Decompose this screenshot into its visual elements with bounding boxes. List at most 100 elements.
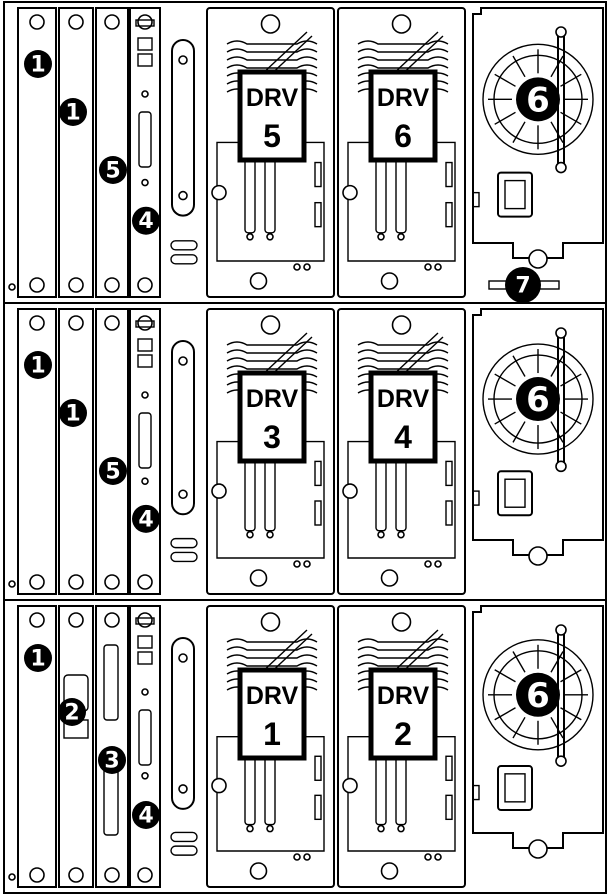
- drive-frame: [206, 605, 335, 888]
- drive-label-box: [368, 69, 438, 163]
- drive-slot: [445, 161, 453, 188]
- drive-indicator: [293, 560, 301, 568]
- scsi-connector: [138, 111, 152, 168]
- drive-number-text: 6: [394, 118, 412, 154]
- heatsink-fin: [357, 349, 449, 354]
- module-handle: [171, 39, 195, 217]
- callout-number: 3: [104, 749, 119, 774]
- drive-strap: [261, 332, 308, 376]
- fan-spoke: [512, 121, 526, 143]
- callout-number: 6: [526, 80, 550, 120]
- drive-strap: [261, 31, 308, 75]
- callout: 4: [132, 801, 160, 829]
- drive-label-box: [368, 667, 438, 761]
- handle-hole: [178, 55, 188, 65]
- drive-number-text: 1: [263, 716, 281, 752]
- drive-rail: [395, 151, 407, 234]
- callout-circle: [58, 698, 86, 726]
- callout: 7: [505, 267, 541, 303]
- rail-pin: [397, 232, 405, 241]
- card-outline: [95, 7, 129, 298]
- module-handle: [171, 340, 195, 516]
- card-screw-bottom: [104, 574, 120, 590]
- card-screw-bottom: [104, 277, 120, 293]
- fan-spoke: [494, 707, 516, 721]
- drive-indicator: [434, 263, 442, 271]
- port-upper: [137, 37, 153, 51]
- power-inlet-socket: [504, 478, 526, 508]
- scsi-connector: [138, 709, 152, 766]
- card-slot-3: [95, 7, 129, 298]
- card-slot-3: [95, 308, 129, 595]
- drive-slot: [314, 755, 322, 781]
- heatsink-fin: [226, 662, 318, 667]
- drive-slot: [314, 500, 322, 526]
- callout-number: 4: [138, 804, 153, 829]
- drive-frame: [337, 605, 466, 888]
- drive-screw-bottom: [380, 862, 399, 880]
- heatsink-fin: [357, 646, 449, 651]
- card-slot-2: [58, 7, 94, 298]
- handle-hole: [178, 356, 188, 366]
- handle-hole: [178, 489, 188, 500]
- callout-circle: [132, 801, 160, 829]
- drive-slot: [445, 460, 453, 487]
- callout: 1: [24, 644, 52, 672]
- callout-number: 7: [515, 274, 530, 299]
- card-screw-bottom: [104, 867, 120, 883]
- callout: 1: [59, 399, 87, 427]
- callout-number: 1: [65, 101, 80, 126]
- port-lower: [137, 354, 153, 368]
- power-inlet: [497, 765, 533, 812]
- drive-slot: [445, 755, 453, 781]
- drive-slot: [445, 794, 453, 821]
- drive-indicator: [293, 853, 301, 861]
- psu-latch: [472, 191, 480, 208]
- drive-indicator: [293, 263, 301, 271]
- card-led-lower: [141, 178, 149, 187]
- rail-pin: [377, 824, 385, 833]
- card-led-lower: [141, 477, 149, 485]
- drive-indicator: [434, 853, 442, 861]
- callout-circle: [132, 206, 160, 235]
- callout: 1: [59, 98, 87, 126]
- card-screw-bottom: [29, 574, 45, 590]
- drive-screw-top: [260, 612, 281, 632]
- heatsink-fin: [357, 365, 449, 370]
- vent-slot: [170, 551, 198, 563]
- callout-circle: [98, 746, 126, 774]
- callout-circle: [24, 644, 52, 672]
- card-led: [141, 90, 149, 98]
- handle-hole: [178, 190, 188, 201]
- callout-circle: [59, 399, 87, 427]
- card-outline: [129, 308, 161, 595]
- card-screw-bottom: [68, 574, 84, 590]
- drive-frame: [206, 308, 335, 595]
- drive-screw-top: [391, 14, 412, 34]
- heatsink-fin: [357, 662, 449, 667]
- fan-spoke: [494, 669, 516, 683]
- drive-slot: [314, 161, 322, 188]
- drive-label-text: DRV: [377, 682, 430, 710]
- power-inlet-socket: [504, 179, 526, 210]
- callout-number: 1: [30, 53, 45, 78]
- led-strip: [135, 320, 155, 328]
- callout-circle: [99, 156, 127, 184]
- handle-hole: [178, 784, 188, 794]
- drive-strap: [392, 31, 439, 75]
- heatsink-fin: [357, 341, 449, 346]
- callout-circle: [59, 98, 87, 126]
- frame-hole: [8, 580, 16, 588]
- callout-number: 1: [30, 647, 45, 672]
- fan-spoke: [512, 651, 526, 673]
- drive-indicator: [424, 560, 432, 568]
- fan-spoke: [512, 716, 526, 739]
- heatsink-fin: [226, 48, 318, 53]
- fan-spoke: [494, 111, 516, 125]
- drive-strap: [392, 629, 439, 673]
- handle-hole: [178, 653, 188, 663]
- drive-screw-bottom: [380, 272, 399, 290]
